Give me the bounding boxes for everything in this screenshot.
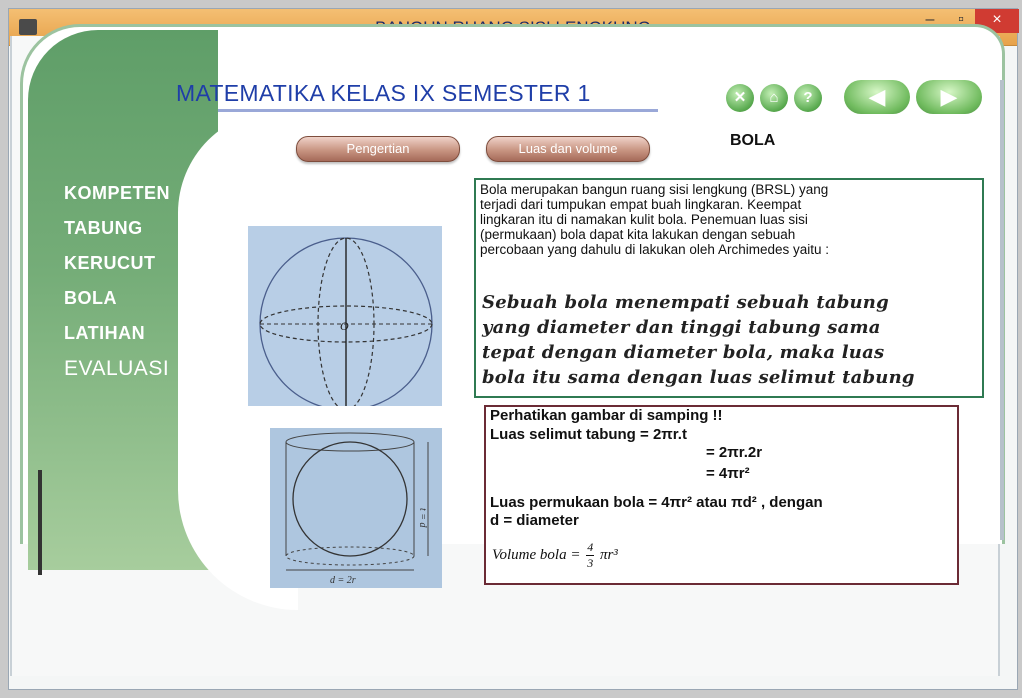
sidebar-item-kompeten[interactable]: KOMPETEN [64,183,171,203]
description-line: Bola merupakan bangun ruang sisi lengkun… [480,182,829,197]
description-text: Bola merupakan bangun ruang sisi lengkun… [480,182,980,257]
sphere-figure: O [248,226,442,411]
close-circle-icon[interactable]: ✕ [726,84,754,112]
formula-line-4: Luas permukaan bola = 4πr² atau πd² , de… [490,494,823,511]
formula-line-1: Luas selimut tabung = 2πr.t [490,426,687,443]
statement-line: yang diameter dan tinggi tabung sama [482,317,881,338]
sidebar-item-kerucut[interactable]: KERUCUT [64,253,156,273]
sidebar-item-evaluasi[interactable]: EVALUASI [64,357,170,380]
statement-line: bola itu sama dengan luas selimut tabung [482,367,915,388]
formula-line-5: d = diameter [490,512,579,529]
volume-formula: Volume bola = 4 3 πr³ [492,540,618,571]
sphere-diagram-icon: O [259,237,433,411]
help-icon[interactable]: ? [794,84,822,112]
diameter-label: d = 2r [330,575,356,586]
height-label: t = d [417,508,428,529]
formula-line-2: = 2πr.2r [706,444,763,461]
next-button[interactable]: ▶ [916,80,982,114]
tab-pengertian[interactable]: Pengertian [296,136,460,162]
description-line: terjadi dari tumpukan empat buah lingkar… [480,197,802,212]
sidebar-nav: KOMPETEN TABUNG KERUCUT BOLA LATIHAN EVA… [64,176,170,386]
description-line: lingkaran itu di namakan kulit bola. Pen… [480,212,808,227]
minimize-button[interactable]: – [925,11,935,28]
home-icon[interactable]: ⌂ [760,84,788,112]
section-title: BOLA [730,132,776,149]
archimedes-statement: Sebuah bola menempati sebuah tabung yang… [482,290,980,390]
left-scroll-edge [38,470,42,575]
sphere-center-label: O [340,319,349,333]
cylinder-figure: d = 2r t = d [270,428,442,588]
fraction-denominator: 3 [587,556,594,570]
description-line: (permukaan) bola dapat kita lakukan deng… [480,227,796,242]
app-icon [19,19,37,35]
statement-line: tepat dengan diameter bola, maka luas [482,342,885,363]
formula-line-3: = 4πr² [706,465,750,482]
volume-fraction: 4 3 [586,540,595,571]
app-title: MATEMATIKA KELAS IX SEMESTER 1 [176,80,591,106]
volume-suffix: πr³ [599,546,618,563]
sidebar-item-tabung[interactable]: TABUNG [64,218,143,238]
title-underline [218,109,658,112]
maximize-button[interactable]: ▫ [958,11,964,28]
tab-luas-volume[interactable]: Luas dan volume [486,136,650,162]
volume-prefix: Volume bola = [492,546,581,563]
sidebar-item-latihan[interactable]: LATIHAN [64,323,146,343]
statement-line: Sebuah bola menempati sebuah tabung [482,292,889,313]
description-box [474,178,984,398]
sidebar-item-bola[interactable]: BOLA [64,288,117,308]
description-line: percobaan yang dahulu di lakukan oleh Ar… [480,242,829,257]
fraction-numerator: 4 [586,540,595,556]
cylinder-diagram-icon: d = 2r t = d [285,432,429,586]
formula-note: Perhatikan gambar di samping !! [490,407,723,424]
previous-button[interactable]: ◀ [844,80,910,114]
sidebar-panel [28,30,298,610]
right-edge-line [1000,80,1004,540]
formula-box [484,405,959,585]
